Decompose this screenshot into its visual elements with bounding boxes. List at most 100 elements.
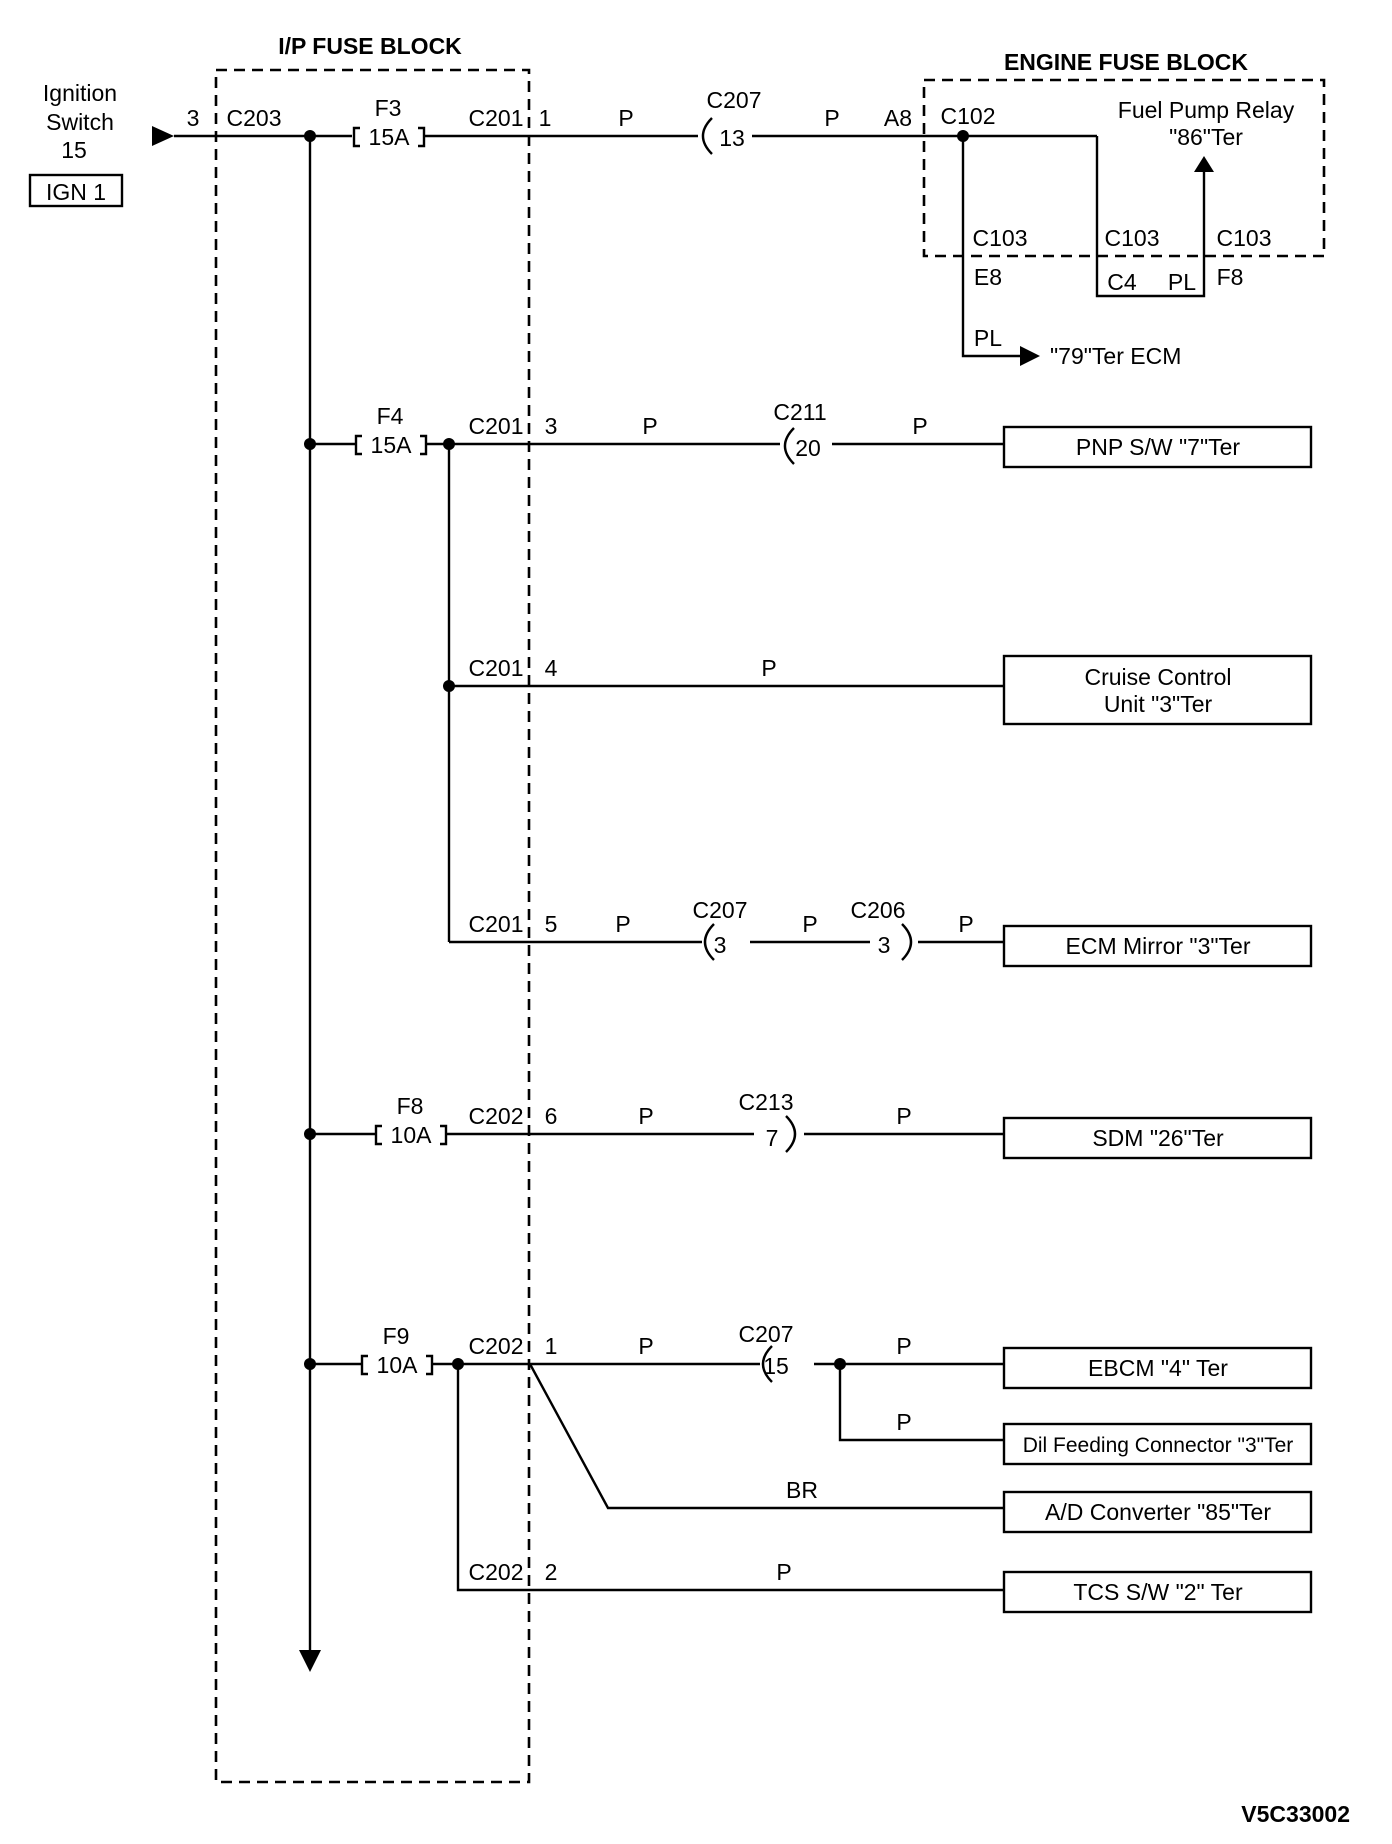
mirror-target: ECM Mirror "3"Ter xyxy=(1066,933,1251,959)
engine-pl-ecm: PL xyxy=(974,325,1002,351)
pnp-inline-connector-pin: 20 xyxy=(795,435,821,461)
pnp-inline-connector-symbol xyxy=(783,427,795,465)
wire-to-ad-converter xyxy=(528,1363,1004,1510)
wire-relay-loop xyxy=(1095,136,1206,298)
pnp-connector: C201 xyxy=(469,413,524,439)
sdm-pin: 6 xyxy=(545,1103,558,1129)
f3-wire-color-2: P xyxy=(824,105,839,131)
ebcm-inline-connector-name: C207 xyxy=(739,1321,794,1347)
bus-splice-f3 xyxy=(304,130,316,142)
engine-a8: A8 xyxy=(884,105,912,131)
fuse-f4-name: F4 xyxy=(377,403,404,429)
sdm-wire-color-1: P xyxy=(638,1103,653,1129)
pnp-inline-connector-name: C211 xyxy=(773,399,826,425)
fuse-f3-name: F3 xyxy=(375,95,402,121)
sdm-inline-connector-pin: 7 xyxy=(766,1125,779,1151)
tcs-connector: C202 xyxy=(469,1559,524,1585)
engine-c103-a: C103 xyxy=(973,225,1028,251)
f3-connector: C201 xyxy=(469,105,524,131)
cruise-target-box xyxy=(1002,654,1313,726)
sdm-inline-connector-symbol xyxy=(785,1115,797,1153)
relay-input-arrow-icon xyxy=(1194,156,1214,172)
engine-f8: F8 xyxy=(1217,264,1244,290)
tcs-target-box xyxy=(1002,1570,1313,1614)
pnp-target-box xyxy=(1002,425,1313,469)
sdm-target: SDM "26"Ter xyxy=(1092,1125,1224,1151)
cruise-connector: C201 xyxy=(469,655,524,681)
fuse-f9-rating: 10A xyxy=(377,1352,419,1378)
ad-wire-color: BR xyxy=(786,1477,818,1503)
mirror-wire-color-3: P xyxy=(958,911,973,937)
mirror-pin: 5 xyxy=(545,911,558,937)
fuse-f8-name: F8 xyxy=(397,1093,424,1119)
ebcm-target: EBCM "4" Ter xyxy=(1088,1355,1228,1381)
engine-e8: E8 xyxy=(974,264,1002,290)
ign1-badge-box xyxy=(28,173,124,208)
ignition-connector: C203 xyxy=(227,105,282,131)
mirror-inline1-symbol xyxy=(703,923,715,961)
dil-target: Dil Feeding Connector "3"Ter xyxy=(1023,1434,1294,1457)
ignition-label-line3: 15 xyxy=(61,137,87,163)
f3-inline-connector-name: C207 xyxy=(707,87,762,113)
f3-inline-connector-symbol xyxy=(701,117,713,155)
wire-to-dil xyxy=(838,1364,1004,1442)
pnp-wire-color-2: P xyxy=(912,413,927,439)
f3-wire-color-1: P xyxy=(618,105,633,131)
mirror-target-box xyxy=(1002,924,1313,968)
fuse-f3-rating: 15A xyxy=(369,124,411,150)
ebcm-inline-connector-symbol xyxy=(761,1345,773,1383)
mirror-inline2-symbol xyxy=(901,923,913,961)
fuse-f4-rating: 15A xyxy=(371,432,413,458)
sdm-target-box xyxy=(1002,1116,1313,1160)
pnp-target: PNP S/W "7"Ter xyxy=(1076,434,1241,460)
ebcm-pin: 1 xyxy=(545,1333,558,1359)
engine-c103-b: C103 xyxy=(1105,225,1160,251)
fuel-pump-relay-line2: "86"Ter xyxy=(1169,124,1243,150)
dil-target-box xyxy=(1002,1422,1313,1466)
tcs-pin: 2 xyxy=(545,1559,558,1585)
wire-to-tcs xyxy=(456,1364,1004,1592)
pnp-wire-color-1: P xyxy=(642,413,657,439)
ignition-input-arrow-icon xyxy=(152,126,174,146)
diagram-id: V5C33002 xyxy=(1241,1801,1350,1827)
f3-pin: 1 xyxy=(539,105,552,131)
ecm-79-arrow-icon xyxy=(1020,346,1040,366)
ad-target-box xyxy=(1002,1490,1313,1534)
ebcm-wire-color-2: P xyxy=(896,1333,911,1359)
ebcm-connector: C202 xyxy=(469,1333,524,1359)
engine-c103-c: C103 xyxy=(1217,225,1272,251)
bus-continue-arrow-icon xyxy=(299,1650,321,1672)
engine-fuse-block-boundary xyxy=(922,78,1326,258)
fuel-pump-relay-line1: Fuel Pump Relay xyxy=(1118,97,1295,123)
tcs-target: TCS S/W "2" Ter xyxy=(1073,1579,1243,1605)
ip-fuse-block-title: I/P FUSE BLOCK xyxy=(278,33,462,59)
engine-c102: C102 xyxy=(941,103,996,129)
ignition-pin: 3 xyxy=(187,105,200,131)
mirror-inline1-pin: 3 xyxy=(714,932,727,958)
mirror-inline2-pin: 3 xyxy=(878,932,891,958)
f3-inline-connector-pin: 13 xyxy=(719,125,745,151)
ip-fuse-block-boundary xyxy=(214,68,531,1784)
engine-c4: C4 xyxy=(1107,269,1137,295)
ebcm-target-box xyxy=(1002,1346,1313,1390)
mirror-inline1-name: C207 xyxy=(693,897,748,923)
sdm-inline-connector-name: C213 xyxy=(739,1089,794,1115)
cruise-target-line1: Cruise Control xyxy=(1085,664,1232,690)
pnp-pin: 3 xyxy=(545,413,558,439)
tcs-wire-color: P xyxy=(776,1559,791,1585)
mirror-inline2-name: C206 xyxy=(851,897,906,923)
mirror-wire-color-2: P xyxy=(802,911,817,937)
cruise-wire-color: P xyxy=(761,655,776,681)
cruise-pin: 4 xyxy=(545,655,558,681)
mirror-connector: C201 xyxy=(469,911,524,937)
mirror-wire-color-1: P xyxy=(615,911,630,937)
ign1-badge: IGN 1 xyxy=(46,179,106,205)
wire-to-ecm-79 xyxy=(961,136,1020,358)
engine-pl-c4: PL xyxy=(1168,269,1196,295)
sdm-connector: C202 xyxy=(469,1103,524,1129)
sdm-wire-color-2: P xyxy=(896,1103,911,1129)
fuse-f8-rating: 10A xyxy=(391,1122,433,1148)
ebcm-wire-color-1: P xyxy=(638,1333,653,1359)
ebcm-inline-connector-pin: 15 xyxy=(763,1353,789,1379)
